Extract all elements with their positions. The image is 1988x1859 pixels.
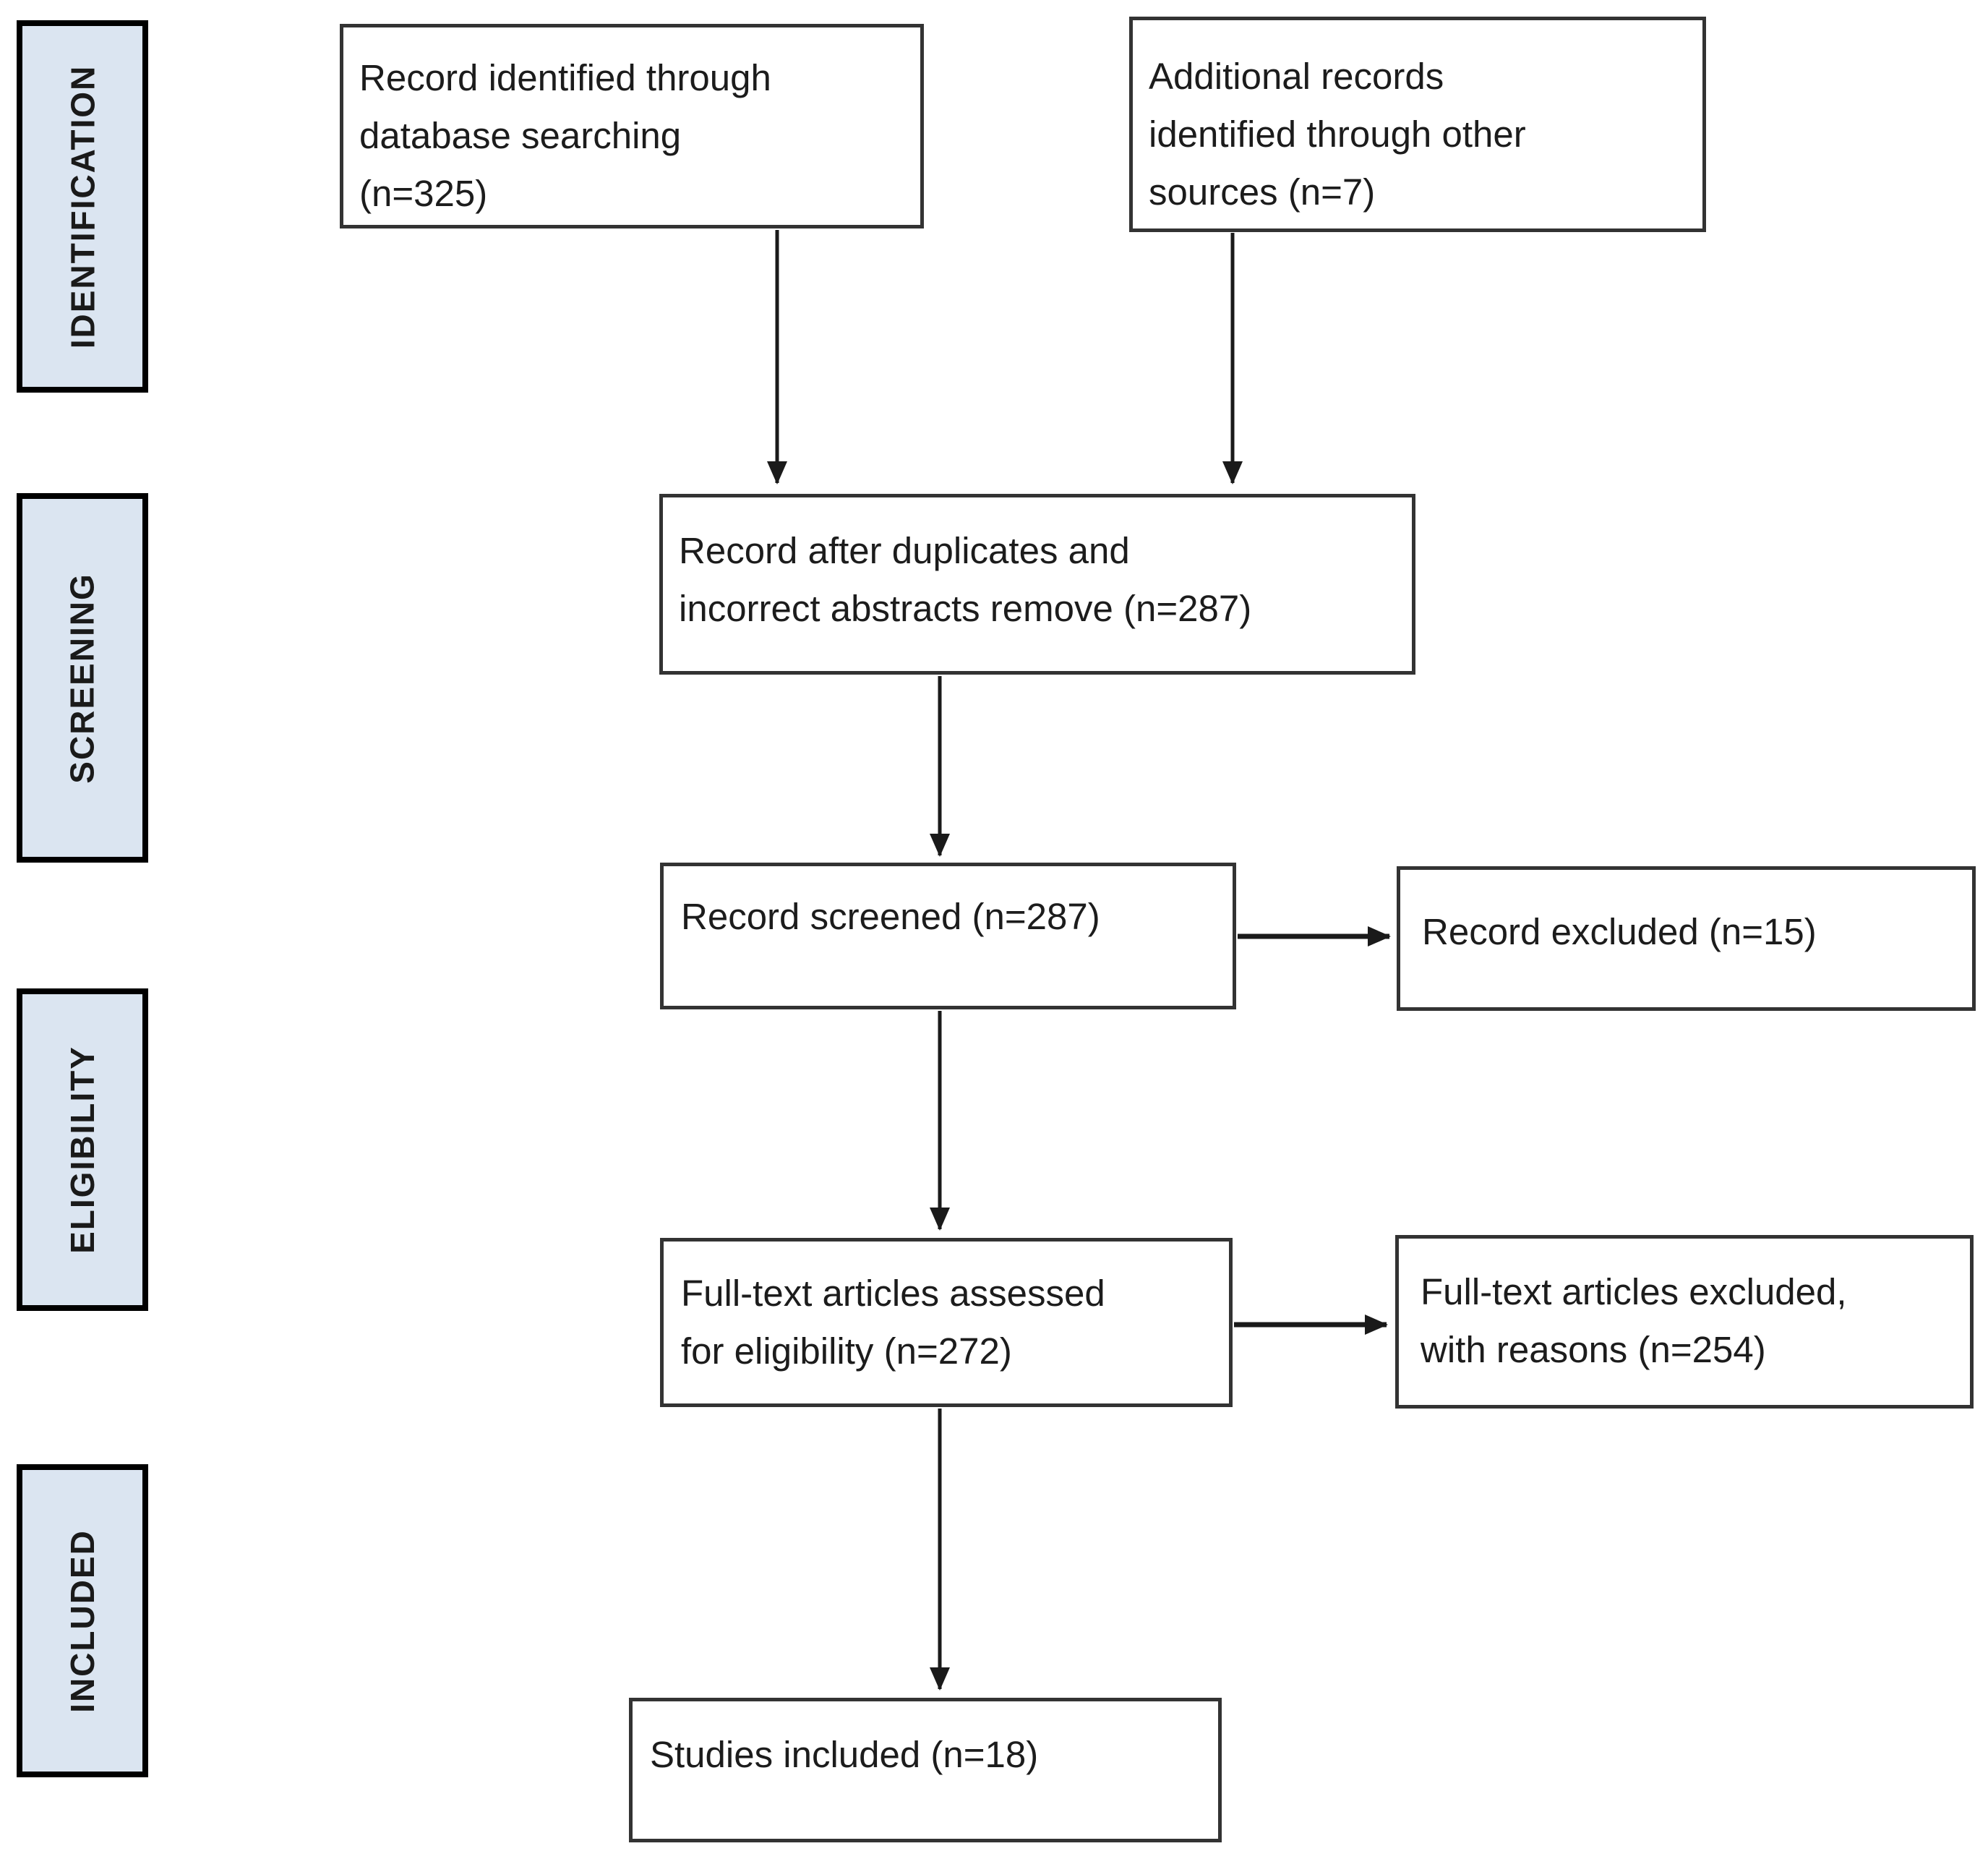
box-fulltext-assessed: Full-text articles assessed for eligibil… — [660, 1238, 1233, 1407]
stage-identification-label: IDENTIFICATION — [64, 64, 102, 349]
box-text-line: Full-text articles assessed — [681, 1273, 1105, 1314]
box-additional-records-other-sources: Additional records identified through ot… — [1129, 17, 1706, 232]
box-text-line: database searching — [359, 115, 682, 156]
box-records-screened: Record screened (n=287) — [660, 863, 1236, 1009]
box-text-line: Record identified through — [359, 57, 771, 98]
box-records-after-duplicates-removed: Record after duplicates and incorrect ab… — [659, 494, 1415, 675]
box-text-line: incorrect abstracts remove (n=287) — [679, 588, 1252, 629]
stage-screening-label: SCREENING — [64, 572, 102, 784]
box-text-line: for eligibility (n=272) — [681, 1330, 1012, 1372]
box-text-line: with reasons (n=254) — [1421, 1329, 1766, 1370]
stage-identification: IDENTIFICATION — [17, 20, 148, 393]
box-fulltext-excluded: Full-text articles excluded, with reason… — [1395, 1235, 1974, 1409]
stage-eligibility-label: ELIGIBILITY — [64, 1046, 101, 1254]
box-text-line: Studies included (n=18) — [650, 1734, 1039, 1775]
box-text-line: Record screened (n=287) — [681, 896, 1100, 937]
stage-included-label: INCLUDED — [64, 1529, 102, 1713]
stage-included: INCLUDED — [17, 1464, 148, 1777]
stage-eligibility: ELIGIBILITY — [17, 988, 148, 1311]
box-text-line: Record excluded (n=15) — [1422, 911, 1817, 952]
box-text-line: identified through other — [1149, 114, 1526, 155]
box-text-line: Additional records — [1149, 56, 1444, 97]
box-records-excluded: Record excluded (n=15) — [1397, 866, 1976, 1011]
stage-screening: SCREENING — [17, 493, 148, 863]
box-text-line: sources (n=7) — [1149, 171, 1376, 213]
box-text-line: (n=325) — [359, 173, 488, 214]
box-records-identified-database: Record identified through database searc… — [340, 24, 924, 228]
box-studies-included: Studies included (n=18) — [629, 1698, 1222, 1842]
box-text-line: Full-text articles excluded, — [1421, 1271, 1847, 1312]
box-text-line: Record after duplicates and — [679, 530, 1130, 571]
